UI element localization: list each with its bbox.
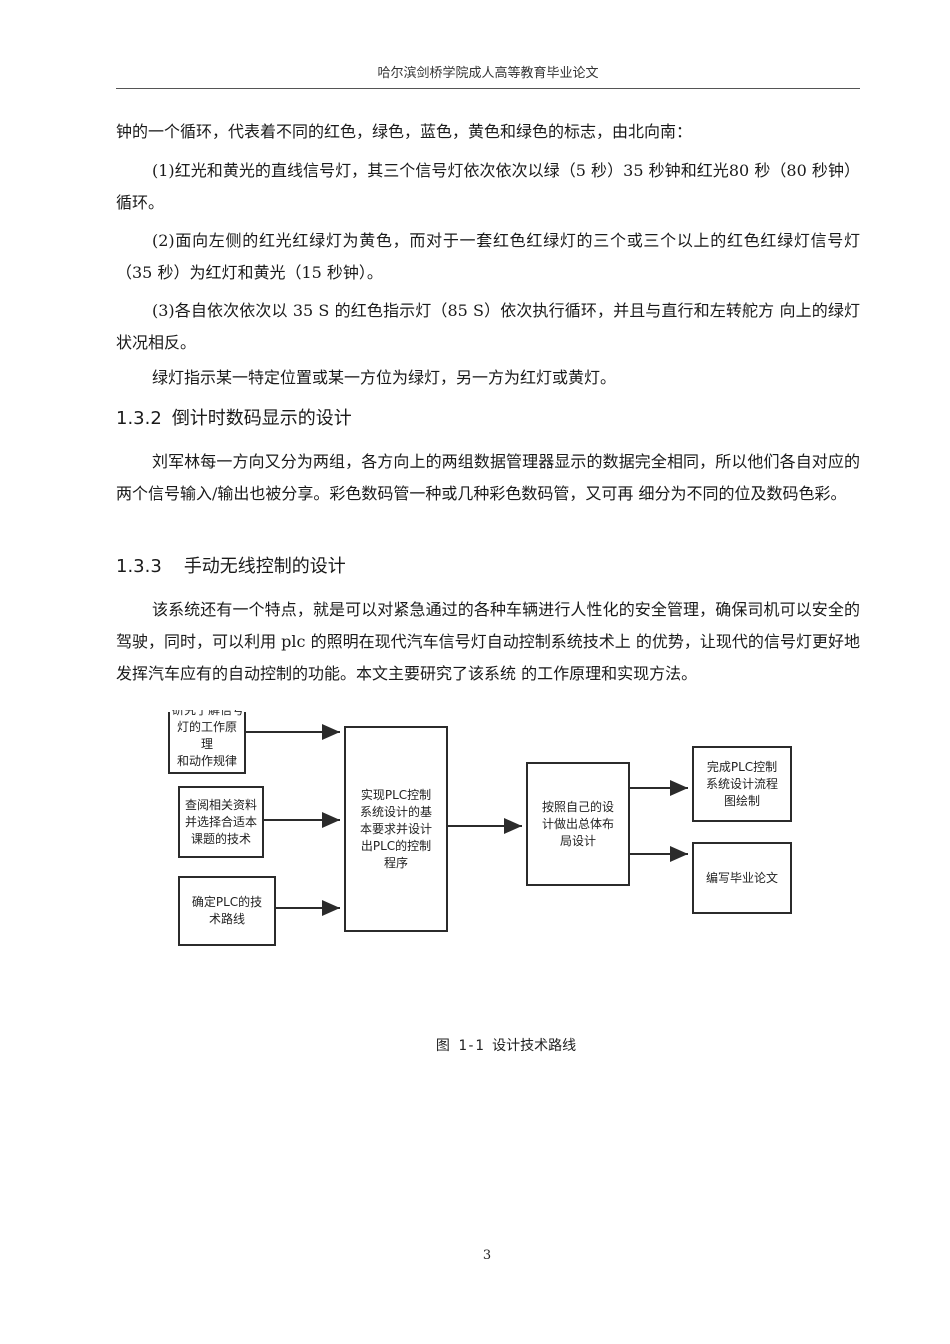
page-number: 3	[482, 1248, 492, 1263]
box-text: 术路线	[208, 912, 245, 926]
box-text: 编写毕业论文	[705, 870, 778, 885]
section-title: 手动无线控制的设计	[183, 556, 346, 577]
box-flowchart-drawing: 完成PLC控制 系统设计流程 图绘制	[692, 746, 792, 822]
box-text: 完成PLC控制	[706, 759, 778, 774]
box-text: 局设计	[559, 833, 596, 848]
section-heading-1-3-2: 1.3.2 倒计时数码显示的设计	[116, 404, 860, 430]
paragraph-green-light: 绿灯指示某一特定位置或某一方位为绿灯，另一方为红灯或黄灯。	[152, 368, 617, 387]
section-number: 1.3.3	[116, 556, 162, 577]
section-number: 1.3.2	[116, 408, 162, 429]
box-write-thesis: 编写毕业论文	[692, 842, 792, 914]
box-text: 课题的技术	[190, 831, 251, 846]
paragraph-item-2: (2)面向左侧的红光红绿灯为黄色，而对于一套红色红绿灯的三个或三个以上的红色红绿…	[116, 231, 860, 282]
paragraph-manual-control: 该系统还有一个特点，就是可以对紧急通过的各种车辆进行人性化的安全管理，确保司机可…	[116, 600, 860, 683]
box-text: 系统设计的基	[359, 804, 432, 819]
box-text: 确定PLC的技	[191, 895, 263, 909]
box-consult-materials: 查阅相关资料 并选择合适本 课题的技术	[178, 786, 264, 858]
box-text: 研究了解信号	[171, 710, 244, 717]
box-text: 本要求并设计	[359, 821, 432, 836]
section-heading-1-3-3: 1.3.3 手动无线控制的设计	[116, 552, 860, 578]
box-text: 计做出总体布	[541, 816, 614, 831]
page-header-title: 哈尔滨剑桥学院成人高等教育毕业论文	[377, 66, 599, 81]
box-text: 并选择合适本	[184, 814, 257, 829]
box-text: 程序	[383, 855, 408, 870]
box-text: 灯的工作原理	[176, 720, 237, 751]
box-study-principle-cropped-line: 研究了解信号	[170, 710, 246, 720]
box-text: 图绘制	[723, 793, 760, 808]
box-text: 出PLC的控制	[360, 838, 432, 853]
box-overall-layout: 按照自己的设 计做出总体布 局设计	[526, 762, 630, 886]
box-text: 查阅相关资料	[184, 797, 257, 812]
box-study-principle: 查阅相关资料 灯的工作原理 和动作规律	[168, 712, 246, 774]
paragraph-intro: 钟的一个循环，代表着不同的红色，绿色，蓝色，黄色和绿色的标志，由北向南：	[116, 122, 693, 141]
flowchart-figure: 查阅相关资料 灯的工作原理 和动作规律 查阅相关资料 并选择合适本 课题的技术 …	[160, 690, 810, 960]
box-text: 和动作规律	[176, 754, 237, 768]
figure-caption: 图 1-1 设计技术路线	[435, 1038, 577, 1054]
header-rule	[116, 88, 860, 89]
box-determine-route: 确定PLC的技 术路线	[178, 876, 276, 946]
flowchart-arrows	[246, 724, 688, 916]
box-text: 按照自己的设	[541, 799, 614, 814]
paragraph-digital-display: 刘军林每一方向又分为两组，各方向上的两组数据管理器显示的数据完全相同，所以他们各…	[116, 452, 860, 503]
box-implement-plc: 实现PLC控制 系统设计的基 本要求并设计 出PLC的控制 程序	[344, 726, 448, 932]
paragraph-item-1: (1)红光和黄光的直线信号灯，其三个信号灯依次依次以绿（5 秒）35 秒钟和红光…	[116, 161, 860, 212]
box-text: 实现PLC控制	[360, 787, 432, 802]
paragraph-item-3: (3)各自依次依次以 35 S 的红色指示灯（85 S）依次执行循环，并且与直行…	[116, 301, 860, 352]
section-title: 倒计时数码显示的设计	[171, 408, 352, 429]
box-text: 系统设计流程	[705, 776, 778, 791]
